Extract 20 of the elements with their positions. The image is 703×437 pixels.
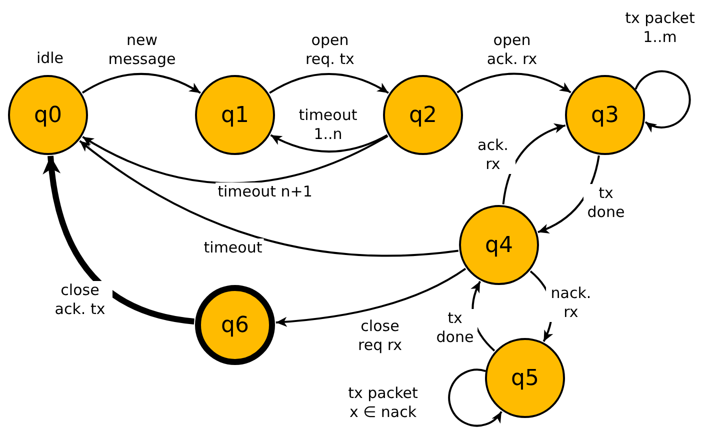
arrow — [79, 140, 458, 257]
arrow — [270, 134, 388, 153]
arrow — [82, 72, 201, 94]
arrow — [269, 73, 389, 94]
state-label: q5 — [511, 364, 539, 392]
state-label: q0 — [34, 102, 62, 130]
state-caption: idle — [36, 48, 64, 69]
state-label: q2 — [409, 102, 437, 130]
arrow — [456, 72, 572, 94]
arrow — [276, 268, 466, 327]
arrow — [634, 70, 691, 132]
arrow — [538, 155, 600, 234]
state-label: q6 — [221, 312, 249, 340]
state-label: q4 — [485, 232, 513, 260]
arrow — [448, 368, 502, 427]
arrow — [502, 124, 566, 204]
arrow — [82, 135, 388, 184]
arrow — [43, 156, 195, 324]
state-label: q3 — [591, 102, 619, 130]
state-label: q1 — [221, 102, 249, 130]
